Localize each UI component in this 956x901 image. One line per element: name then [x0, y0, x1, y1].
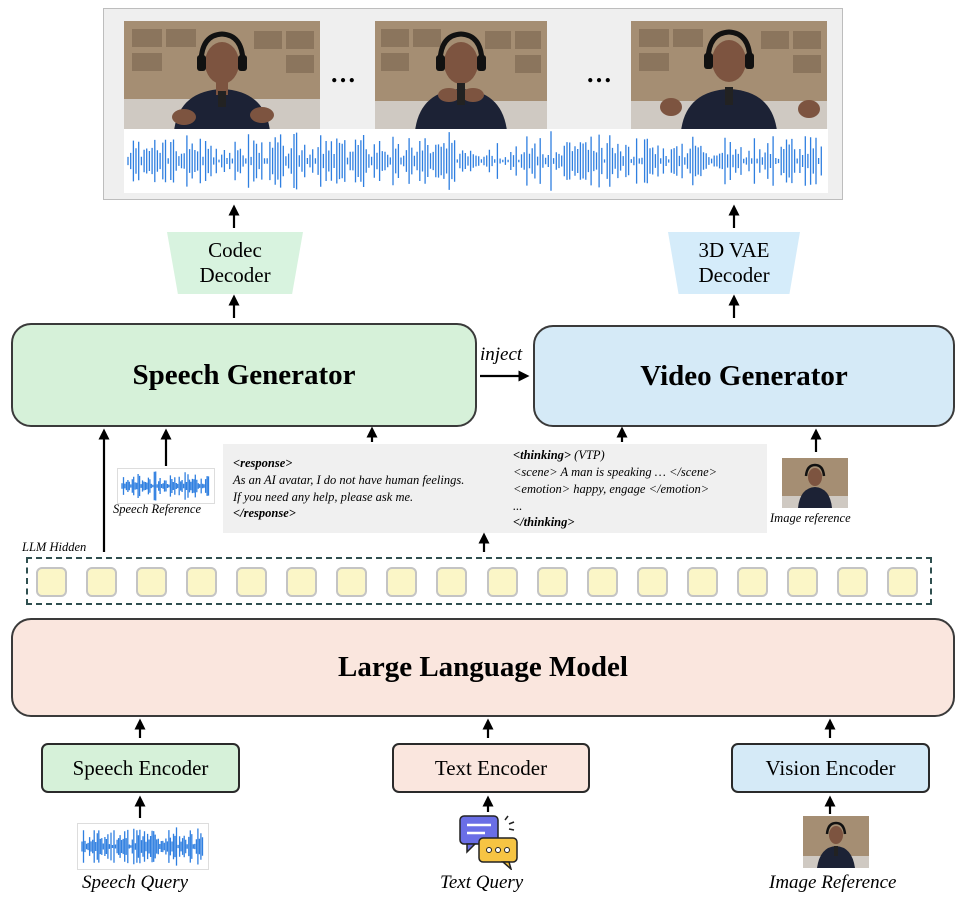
text-encoder-label: Text Encoder	[434, 755, 548, 780]
image-query-label: Image Reference	[769, 872, 897, 893]
response-open-tag: <response>	[233, 456, 293, 470]
speech-encoder-label: Speech Encoder	[72, 755, 209, 780]
output-panel: … …	[103, 8, 843, 200]
hidden-token	[737, 567, 768, 597]
output-waveform	[124, 129, 828, 193]
hidden-token	[787, 567, 818, 597]
hidden-token-strip	[26, 557, 932, 605]
video-frame-2	[375, 21, 547, 131]
video-generator: Video Generator	[533, 325, 955, 427]
speech-generator-label: Speech Generator	[132, 358, 356, 391]
hidden-token	[487, 567, 518, 597]
hidden-token	[236, 567, 267, 597]
vision-encoder-label: Vision Encoder	[765, 755, 896, 780]
speech-encoder: Speech Encoder	[41, 743, 240, 793]
text-query-label: Text Query	[440, 872, 524, 893]
emotion-line: <emotion> happy, engage </emotion>	[513, 482, 710, 496]
llm-hidden-label: LLM Hidden	[22, 540, 87, 554]
ellipsis-1: …	[330, 59, 357, 88]
large-language-model: Large Language Model	[11, 618, 955, 717]
image-reference-thumbnail	[782, 458, 848, 508]
hidden-token	[687, 567, 718, 597]
response-close-tag: </response>	[233, 506, 296, 520]
chat-bubbles-icon	[459, 814, 519, 872]
video-generator-label: Video Generator	[640, 359, 848, 392]
hidden-token	[186, 567, 217, 597]
thinking-ellipsis: ...	[513, 499, 523, 513]
hidden-token	[837, 567, 868, 597]
video-frame-1	[124, 21, 320, 131]
hidden-token	[587, 567, 618, 597]
thinking-open-tag: <thinking> (VTP)	[513, 448, 605, 462]
image-reference-photo	[803, 816, 869, 868]
hidden-token	[286, 567, 317, 597]
response-line-2: If you need any help, please ask me.	[233, 490, 414, 504]
codec-decoder: Codec Decoder	[167, 232, 303, 294]
speech-reference-waveform	[117, 468, 215, 504]
inject-label: inject	[480, 344, 523, 365]
hidden-token	[386, 567, 417, 597]
speech-query-waveform	[77, 823, 209, 870]
waveform-path	[127, 131, 822, 191]
scene-line: <scene> A man is speaking … </scene>	[513, 465, 718, 479]
ellipsis-2: …	[586, 59, 613, 88]
hidden-token	[436, 567, 467, 597]
speech-query-label: Speech Query	[82, 872, 189, 893]
vae-decoder: 3D VAE Decoder	[668, 232, 800, 294]
vision-encoder: Vision Encoder	[731, 743, 930, 793]
response-line-1: As an AI avatar, I do not have human fee…	[233, 473, 465, 487]
hidden-token	[136, 567, 167, 597]
hidden-token	[336, 567, 367, 597]
text-response-panel: <response> As an AI avatar, I do not hav…	[223, 444, 767, 533]
waveform-path	[81, 827, 204, 866]
hidden-token	[86, 567, 117, 597]
hidden-token	[637, 567, 668, 597]
waveform-path	[121, 471, 210, 501]
thinking-close-tag: </thinking>	[513, 515, 575, 529]
image-reference-label: Image reference	[770, 511, 851, 525]
video-frame-3	[631, 21, 827, 131]
hidden-token	[36, 567, 67, 597]
hidden-token	[537, 567, 568, 597]
speech-generator: Speech Generator	[11, 323, 477, 427]
llm-label: Large Language Model	[338, 651, 628, 683]
text-encoder: Text Encoder	[392, 743, 590, 793]
speech-reference-label: Speech Reference	[113, 502, 202, 516]
hidden-token	[887, 567, 918, 597]
